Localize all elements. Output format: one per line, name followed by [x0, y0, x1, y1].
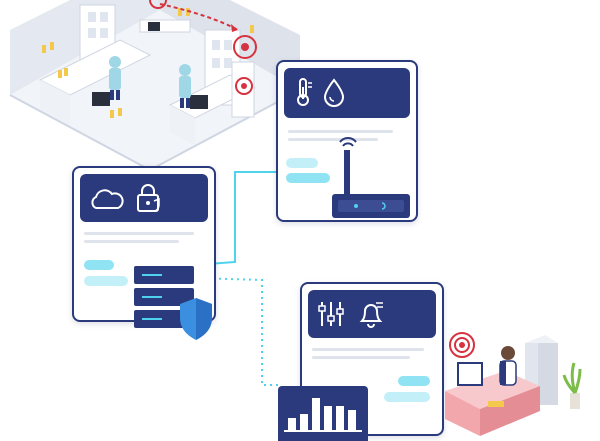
- equalizer-icon: [318, 302, 344, 326]
- chart-bar: [300, 414, 308, 430]
- lab-monitor: [148, 22, 160, 31]
- bar-chart-icon: [284, 398, 362, 432]
- text-placeholder-line: [312, 348, 424, 351]
- text-placeholder-line: [312, 356, 410, 359]
- text-placeholder-line: [288, 130, 393, 133]
- lab-cabinet: [231, 61, 255, 118]
- lock-icon: [137, 184, 160, 212]
- alerts-card: [300, 282, 444, 436]
- lab-bottles: [42, 8, 254, 118]
- signal-alert-icon: [149, 0, 167, 9]
- alerts-card-header: [308, 290, 436, 338]
- bell-icon: [359, 302, 383, 328]
- wireless-sensor-icon: [332, 137, 410, 218]
- lab-monitor: [190, 95, 208, 109]
- status-pill: [384, 392, 430, 402]
- chart-bar: [336, 406, 344, 430]
- thermometer-icon: [297, 78, 312, 106]
- lab-room-illustration: [9, 0, 301, 172]
- bar-chart-panel: [278, 386, 368, 441]
- lab-scientist: [109, 56, 121, 100]
- signal-alert-icon: [449, 332, 475, 358]
- alert-path-arrow: [159, 3, 239, 31]
- text-placeholder-line: [84, 232, 194, 235]
- cloud-icon: [91, 189, 124, 209]
- chart-bar: [312, 398, 320, 430]
- office-desk-illustration: [445, 332, 582, 436]
- water-drop-icon: [323, 78, 345, 107]
- server-stack-icon: [134, 266, 194, 328]
- text-placeholder-line: [84, 240, 179, 243]
- status-pill: [84, 260, 114, 270]
- signal-alert-icon: [233, 35, 257, 59]
- status-pill: [398, 376, 430, 386]
- status-pill: [286, 158, 318, 168]
- cloud-security-card-header: [80, 174, 208, 222]
- environment-card-header: [284, 68, 410, 118]
- chart-bar: [288, 418, 296, 430]
- lab-scientist: [179, 64, 191, 108]
- lab-monitor: [92, 92, 110, 106]
- chart-bar: [348, 410, 356, 430]
- signal-alert-icon: [235, 77, 253, 95]
- status-pill: [286, 173, 330, 183]
- shield-icon: [180, 298, 212, 340]
- chart-bar: [324, 406, 332, 430]
- status-pill: [84, 276, 128, 286]
- text-placeholder-line: [288, 138, 378, 141]
